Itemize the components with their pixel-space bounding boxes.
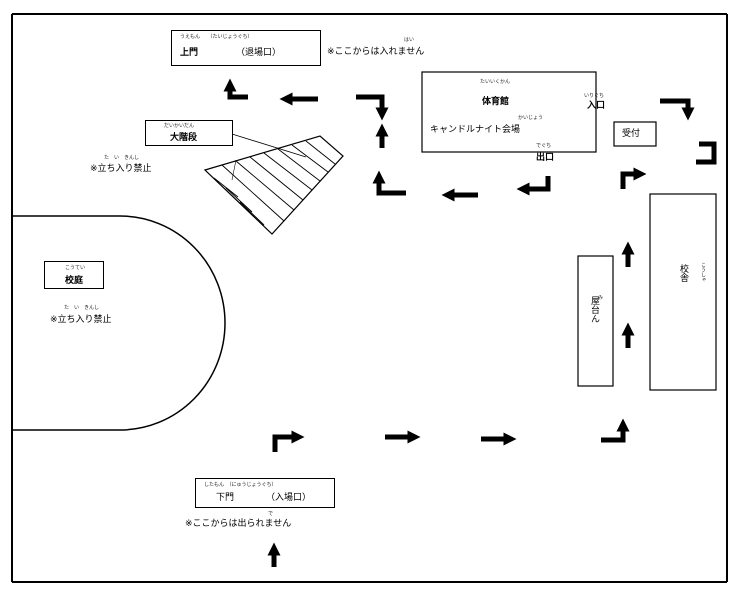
arrow-turn-right-mid (696, 141, 717, 165)
reception-box (613, 121, 657, 147)
schoolyard-box: こうてい 校庭 (44, 261, 104, 289)
north-gate-role: （退場口） (236, 48, 282, 58)
north-gate-box: うえもん （たいじょうぐち） 上門 （退場口） (171, 30, 321, 66)
arrow-turn-right-top (660, 98, 695, 121)
gym-exit: 出口 (536, 153, 555, 163)
grand-stairs-box: だいかいだん 大階段 (145, 120, 233, 146)
stall-ruby: み (598, 295, 604, 301)
south-gate-ruby: したもん （にゅうじょうぐち） (204, 482, 277, 488)
arrow-turn-north-gate (223, 78, 248, 100)
schoolyard-name: 校庭 (65, 276, 84, 286)
south-gate-name: 下門 (216, 493, 235, 503)
school-building-ruby: こうしゃ (700, 262, 706, 282)
gym-entrance: 入口 (587, 101, 606, 111)
schoolyard-field (12, 215, 226, 431)
gym-venue: キャンドルナイト会場 (430, 125, 521, 135)
stall-box (577, 255, 614, 387)
schoolyard-ruby: こうてい (65, 265, 86, 271)
grand-stairs-name: 大階段 (170, 133, 198, 143)
no-entry-north-text: ※ここからは入れません (327, 47, 425, 57)
reception-label: 受付 (622, 129, 641, 139)
no-entry-north-ruby: はい (404, 37, 415, 43)
stall-name: 屋台ん (589, 296, 599, 323)
north-gate-name: 上門 (180, 48, 199, 58)
south-gate-box: したもん （にゅうじょうぐち） 下門 （入場口） (195, 478, 335, 508)
gym-venue-ruby: かいじょう (518, 115, 544, 121)
grand-stairs-pointer (231, 133, 307, 158)
arrow-turn-up-left (356, 94, 389, 121)
arrow-turn-bottom-right (601, 418, 630, 443)
arrow-turn-right-low (620, 167, 647, 189)
no-standing-1-text: ※立ち入り禁止 (90, 164, 152, 174)
gym-name-ruby: たいいくかん (480, 79, 511, 85)
grand-stairs-shape (203, 135, 344, 235)
no-exit-south-ruby: で (268, 511, 274, 517)
no-standing-2-ruby: た い きんし (64, 305, 100, 311)
school-building-name: 校舎 (678, 264, 688, 282)
no-exit-south-text: ※ここからは出られません (185, 519, 292, 529)
gym-entrance-ruby: いりぐち (584, 93, 605, 99)
arrow-turn-corner (372, 170, 406, 196)
north-gate-ruby: うえもん （たいじょうぐち） (180, 34, 253, 40)
gym-exit-ruby: でぐち (536, 143, 552, 149)
grand-stairs-ruby: だいかいだん (164, 123, 195, 129)
school-building-box (649, 193, 717, 391)
no-standing-2-text: ※立ち入り禁止 (50, 315, 112, 325)
gym-building (421, 71, 597, 153)
arrow-turn-bottom-left (272, 430, 305, 452)
gym-name: 体育館 (482, 97, 510, 107)
south-gate-role: （入場口） (266, 493, 312, 503)
no-standing-1-ruby: た い きんし (104, 155, 140, 161)
arrow-turn-exit (516, 176, 551, 196)
